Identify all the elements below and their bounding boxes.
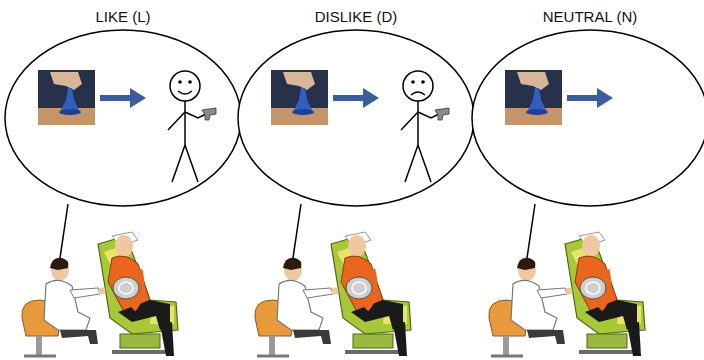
thought-bubble (238, 30, 474, 258)
dislike-panel-art (238, 30, 474, 356)
stick-figure (401, 71, 449, 182)
panel-heading: LIKE (L) (95, 8, 150, 25)
panel-heading: NEUTRAL (N) (543, 8, 637, 25)
like-panel-art (5, 30, 241, 356)
experimenter-scene (255, 232, 411, 356)
panel-heading: DISLIKE (D) (315, 8, 398, 25)
stick-figure (168, 71, 216, 182)
experimenter-scene (22, 232, 178, 356)
smile-mouth (178, 91, 192, 94)
thought-bubble (5, 30, 241, 258)
frown-mouth (411, 92, 425, 95)
experimenter-scene (489, 232, 645, 356)
thought-bubble (472, 30, 704, 258)
neutral-panel-art (472, 30, 704, 356)
